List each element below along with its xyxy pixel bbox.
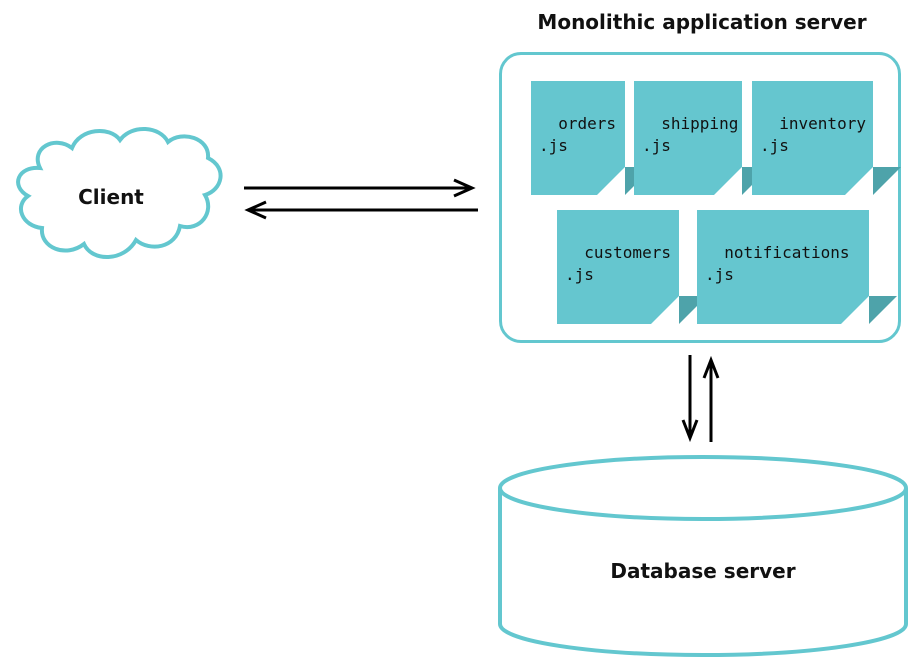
page-title: Monolithic application server <box>537 10 867 34</box>
file-name: shipping .js <box>642 114 739 155</box>
client-server-arrows <box>244 178 478 220</box>
page-fold-icon <box>841 296 897 324</box>
database-label: Database server <box>610 559 796 583</box>
file-note-shipping: shipping .js <box>634 81 770 195</box>
page-fold-icon <box>597 167 653 195</box>
file-note-notifications: notifications .js <box>697 210 897 324</box>
server-database-arrows <box>681 355 720 443</box>
page-fold-icon <box>651 296 707 324</box>
file-note-orders: orders .js <box>531 81 653 195</box>
database-cylinder-icon <box>498 455 908 657</box>
file-name: orders .js <box>539 114 617 155</box>
file-note-customers: customers .js <box>557 210 707 324</box>
file-note-inventory: inventory .js <box>752 81 901 195</box>
client-cloud-icon <box>16 126 223 259</box>
page-fold-icon <box>845 167 901 195</box>
client-label: Client <box>78 185 144 209</box>
file-name: inventory .js <box>760 114 866 155</box>
file-name: customers .js <box>565 243 671 284</box>
file-name: notifications .js <box>705 243 850 284</box>
page-fold-icon <box>714 167 770 195</box>
